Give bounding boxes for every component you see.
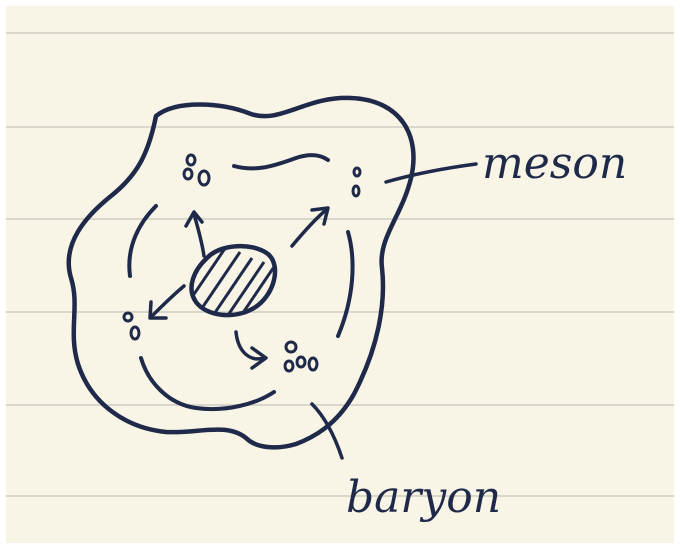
notebook-paper: meson baryon: [6, 6, 674, 543]
paper-background: [6, 6, 674, 543]
hadron-sketch: meson baryon: [6, 6, 674, 543]
meson-label: meson: [482, 138, 627, 189]
baryon-label: baryon: [346, 472, 501, 523]
